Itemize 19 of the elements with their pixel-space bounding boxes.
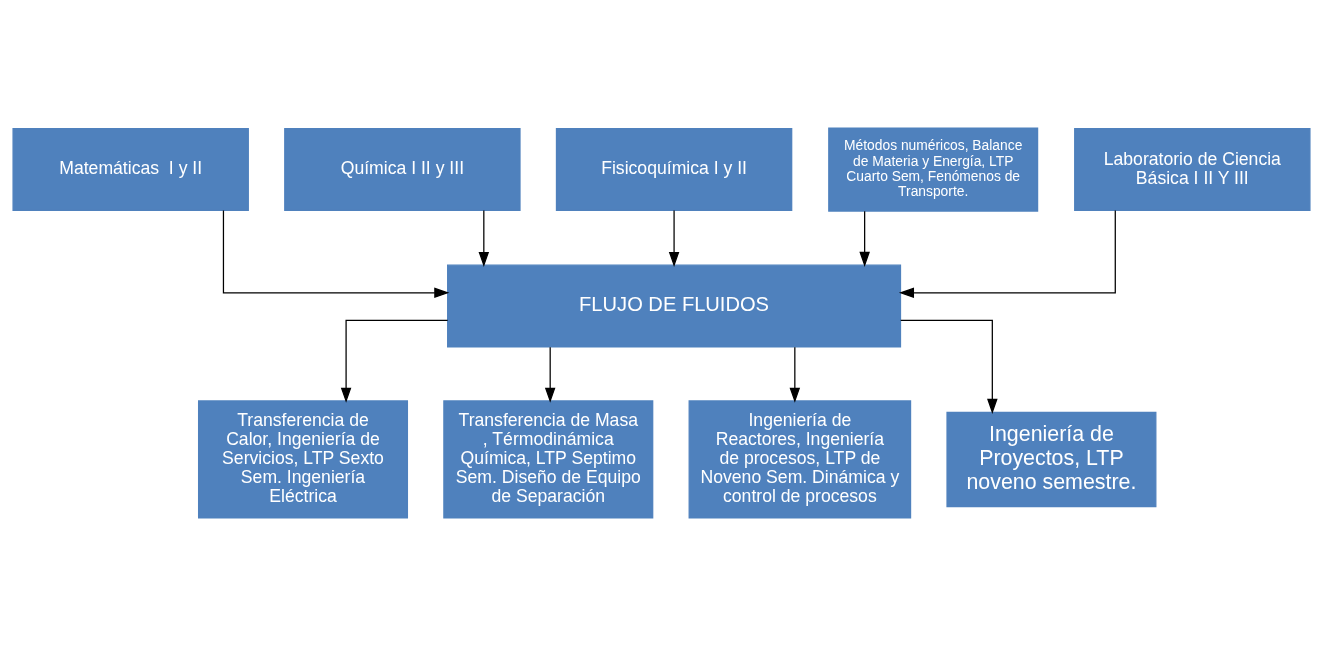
arrow	[859, 210, 870, 267]
arrow	[544, 346, 556, 403]
node-box: Métodos numéricos, Balance de Materia y Energía, LTP Cuarto Sem, Fenómenos de Transporte.	[828, 127, 1039, 212]
node-box: Química I II y III	[284, 128, 521, 212]
node-box: Laboratorio de Ciencia Básica I II Y III	[1074, 128, 1311, 212]
node-box: FLUJO DE FLUIDOS	[447, 264, 902, 348]
node-box: Fisicoquímica I y II	[555, 128, 793, 212]
node-box: Ingeniería de Reactores, Ingeniería de procesos, LTP de Noveno Sem. Dinámica y control de procesos	[688, 400, 912, 519]
node-box: Transferencia de Calor, Ingeniería de Servicios, LTP Sexto Sem. Ingeniería Eléctrica	[198, 400, 409, 519]
node-box: Transferencia de Masa , Térmodinámica Química, LTP Septimo Sem. Diseño de Equipo de Separación	[443, 400, 654, 519]
arrow	[789, 346, 801, 403]
node-box: Matemáticas I y II	[12, 128, 249, 212]
arrow	[668, 209, 680, 267]
node-box: Ingeniería de Proyectos, LTP noveno semestre.	[946, 411, 1157, 508]
arrow	[340, 319, 449, 403]
arrow	[478, 209, 490, 267]
arrow	[898, 209, 1116, 299]
arrow	[900, 319, 998, 414]
arrow	[222, 209, 450, 299]
